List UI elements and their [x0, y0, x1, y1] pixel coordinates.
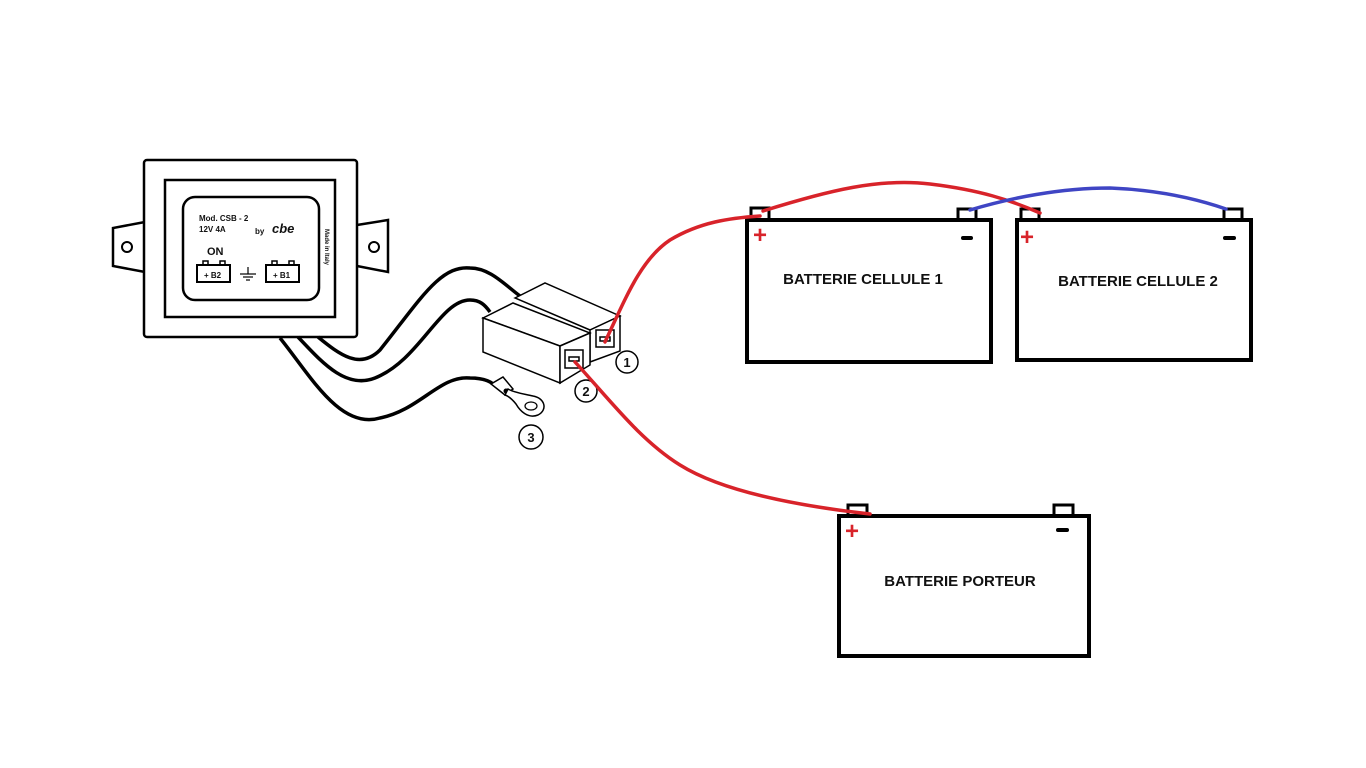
wire-cellule-1-to-cellule-2-positive	[761, 180, 1042, 215]
battery-2-plus-icon: +	[1020, 224, 1034, 251]
terminal-b2-symbol: + B2	[196, 260, 231, 283]
wire-cellule-1-to-cellule-2-negative	[968, 186, 1228, 212]
battery-3-plus-icon: +	[845, 518, 859, 545]
mounting-hole-right	[368, 241, 380, 253]
device-on-label: ON	[207, 246, 224, 258]
connector-block	[481, 282, 622, 385]
ground-icon	[240, 267, 256, 281]
cable-to-connector-1	[316, 266, 522, 362]
device-made-in: Made in Italy	[323, 229, 329, 266]
cable-to-ring-terminal	[278, 336, 500, 422]
mounting-hole-left	[121, 241, 133, 253]
callout-3: 3	[518, 424, 544, 450]
ring-terminal-3	[489, 376, 545, 417]
battery-2-body	[1015, 218, 1253, 362]
svg-text:1: 1	[623, 355, 630, 370]
wire-connector-1-to-cellule-1-positive	[603, 214, 762, 344]
battery-cellule-1: + BATTERIE CELLULE 1	[745, 206, 993, 364]
connector-2-pin	[568, 356, 580, 362]
device-by: by	[255, 227, 265, 236]
battery-1-minus-icon	[961, 236, 973, 240]
terminal-b1-symbol: + B1	[265, 260, 300, 283]
battery-2-label: BATTERIE CELLULE 2	[1058, 273, 1218, 290]
wire-connector-2-to-porteur-positive	[573, 360, 872, 516]
callout-2: 2	[574, 379, 598, 403]
colored-wires	[573, 180, 1228, 516]
terminal-b1-label: + B1	[273, 271, 291, 280]
battery-cellule-2: + BATTERIE CELLULE 2	[1015, 207, 1253, 362]
callout-1: 1	[615, 350, 639, 374]
terminal-b2-label: + B2	[204, 271, 222, 280]
coupler-device: Mod. CSB - 2 12V 4A by cbe Made in Italy…	[111, 158, 390, 339]
battery-2-minus-icon	[1223, 236, 1236, 240]
battery-3-label: BATTERIE PORTEUR	[884, 573, 1036, 590]
battery-1-body	[745, 218, 993, 364]
cable-to-connector-2	[296, 298, 492, 383]
device-brand-logo: cbe	[272, 221, 294, 236]
battery-3-minus-icon	[1056, 528, 1069, 532]
device-model: Mod. CSB - 2	[199, 214, 249, 223]
battery-porteur: + BATTERIE PORTEUR	[837, 503, 1091, 658]
battery-1-plus-icon: +	[753, 222, 767, 249]
svg-text:3: 3	[527, 430, 534, 445]
device-rating: 12V 4A	[199, 225, 226, 234]
device-label-plate	[181, 195, 321, 302]
svg-text:2: 2	[582, 384, 589, 399]
device-cables	[278, 266, 522, 422]
battery-3-body	[837, 514, 1091, 658]
battery-1-label: BATTERIE CELLULE 1	[783, 271, 943, 288]
